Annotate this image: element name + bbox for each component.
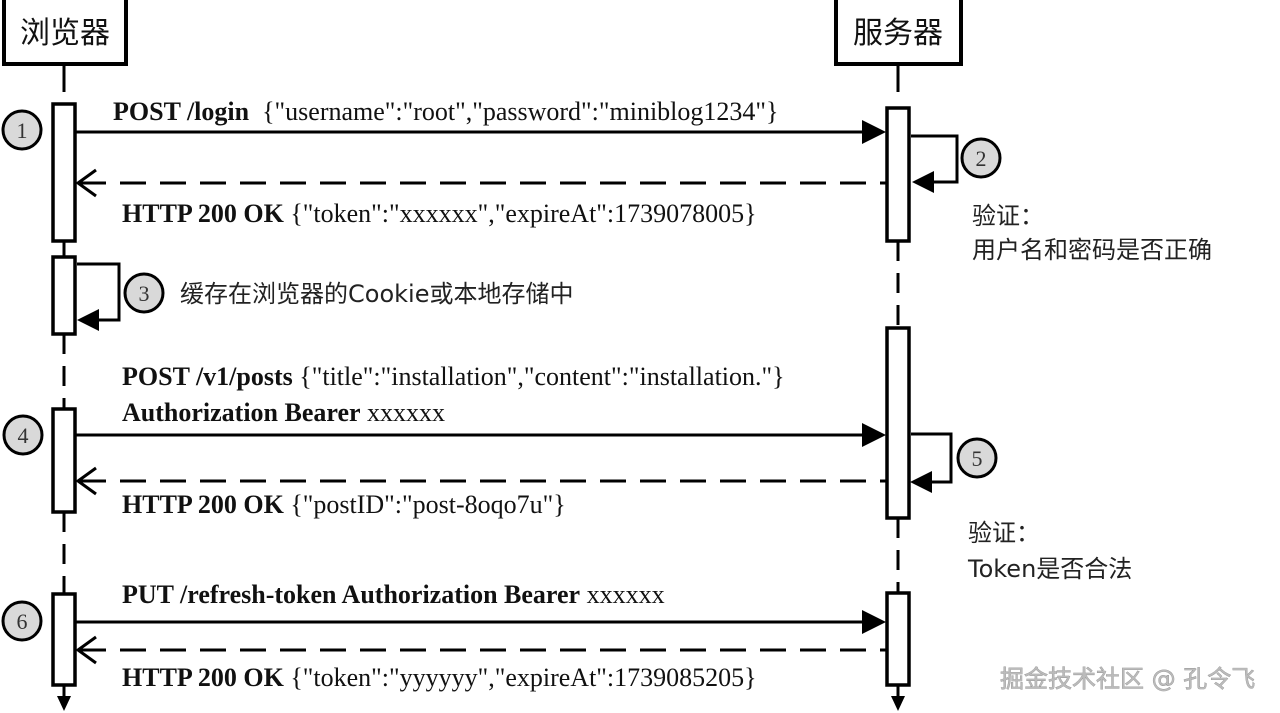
browser-lifeline-end-arrow-icon [57, 696, 71, 711]
server-activation [885, 106, 911, 243]
message-refresh-token-response: HTTP 200 OK {"token":"yyyyyy","expireAt"… [75, 635, 886, 692]
create-post-request-line1: POST /v1/posts {"title":"installation","… [122, 362, 785, 391]
create-post-response-status: HTTP 200 OK [122, 490, 285, 519]
create-post-request-line2: Authorization Bearer xxxxxx [122, 398, 445, 427]
browser-activation [51, 102, 77, 243]
step-marker-6: 6 [1, 600, 43, 642]
step-circle [123, 272, 165, 314]
arrowhead-solid-icon [862, 423, 886, 447]
refresh-token-response-status: HTTP 200 OK [122, 663, 285, 692]
login-response-body: {"token":"xxxxxx","expireAt":1739078005} [284, 199, 757, 228]
login-request-body: {"username":"root","password":"miniblog1… [249, 97, 778, 126]
step-number: 6 [17, 609, 28, 634]
message-refresh-token-request: PUT /refresh-token Authorization Bearer … [76, 580, 886, 634]
step-marker-4: 4 [2, 414, 44, 456]
arrowhead-solid-icon [862, 120, 886, 144]
arrowhead-solid-icon [77, 309, 99, 331]
refresh-token-auth-token: xxxxxx [580, 580, 665, 609]
create-post-auth-header: Authorization Bearer [122, 398, 361, 427]
arrowhead-open-icon [75, 466, 97, 496]
arrowhead-solid-icon [910, 471, 932, 493]
note-text: Token是否合法 [967, 555, 1132, 583]
arrowhead-open-icon [75, 168, 97, 198]
watermark: 掘金技术社区 @ 孔令飞 [1000, 665, 1255, 693]
browser-activation [51, 592, 77, 687]
login-request-label: POST /login {"username":"root","password… [113, 97, 779, 126]
login-response-label: HTTP 200 OK {"token":"xxxxxx","expireAt"… [122, 199, 757, 228]
actor-server: 服务器 [834, 0, 963, 66]
refresh-token-method: PUT /refresh-token Authorization Bearer [122, 580, 580, 609]
message-login-response: HTTP 200 OK {"token":"xxxxxx","expireAt"… [75, 168, 886, 228]
step-marker-3: 3 [123, 272, 165, 314]
step-circle [1, 109, 43, 151]
step-circle [1, 600, 43, 642]
note-verify-token: 验证： Token是否合法 [967, 519, 1132, 583]
step-number: 4 [18, 423, 29, 448]
arrowhead-open-icon [75, 635, 97, 665]
create-post-method: POST /v1/posts [122, 362, 293, 391]
store-token-label: 缓存在浏览器的Cookie或本地存储中 [180, 280, 573, 308]
refresh-token-request-label: PUT /refresh-token Authorization Bearer … [122, 580, 665, 609]
login-response-status: HTTP 200 OK [122, 199, 285, 228]
browser-activation [51, 255, 77, 336]
self-loop-verify-token [910, 432, 953, 493]
step-marker-5: 5 [956, 437, 998, 479]
step-circle [960, 137, 1002, 179]
browser-activation [51, 407, 77, 514]
note-verify-credentials: 验证： 用户名和密码是否正确 [972, 202, 1212, 264]
message-create-post-response: HTTP 200 OK {"postID":"post-8oqo7u"} [75, 466, 886, 519]
note-text: 用户名和密码是否正确 [972, 236, 1212, 264]
step-circle [2, 414, 44, 456]
note-title: 验证： [968, 519, 1040, 547]
step-number: 1 [17, 118, 28, 143]
create-post-auth-token: xxxxxx [361, 398, 446, 427]
login-request-method: POST /login [113, 97, 250, 126]
server-lifeline-end-arrow-icon [891, 696, 905, 711]
actor-browser: 浏览器 [2, 0, 128, 66]
refresh-token-response-label: HTTP 200 OK {"token":"yyyyyy","expireAt"… [122, 663, 757, 692]
actor-server-label: 服务器 [853, 16, 943, 51]
self-loop-store-token: 缓存在浏览器的Cookie或本地存储中 [77, 262, 573, 331]
arrowhead-solid-icon [912, 171, 934, 193]
actor-browser-label: 浏览器 [20, 16, 110, 51]
server-activation [885, 591, 911, 687]
create-post-response-body: {"postID":"post-8oqo7u"} [284, 490, 566, 519]
actor-server-box [834, 0, 963, 66]
step-marker-2: 2 [960, 137, 1002, 179]
note-title: 验证： [972, 202, 1044, 230]
step-number: 2 [976, 146, 987, 171]
step-number: 3 [139, 281, 150, 306]
message-create-post-request: POST /v1/posts {"title":"installation","… [76, 362, 886, 447]
create-post-body: {"title":"installation","content":"insta… [293, 362, 785, 391]
arrowhead-solid-icon [862, 610, 886, 634]
create-post-response-label: HTTP 200 OK {"postID":"post-8oqo7u"} [122, 490, 566, 519]
message-login-request: POST /login {"username":"root","password… [76, 97, 886, 144]
refresh-token-response-body: {"token":"yyyyyy","expireAt":1739085205} [284, 663, 757, 692]
server-activation [885, 326, 911, 520]
step-marker-1: 1 [1, 109, 43, 151]
self-loop-verify-credentials [911, 134, 959, 193]
step-number: 5 [972, 446, 983, 471]
step-circle [956, 437, 998, 479]
